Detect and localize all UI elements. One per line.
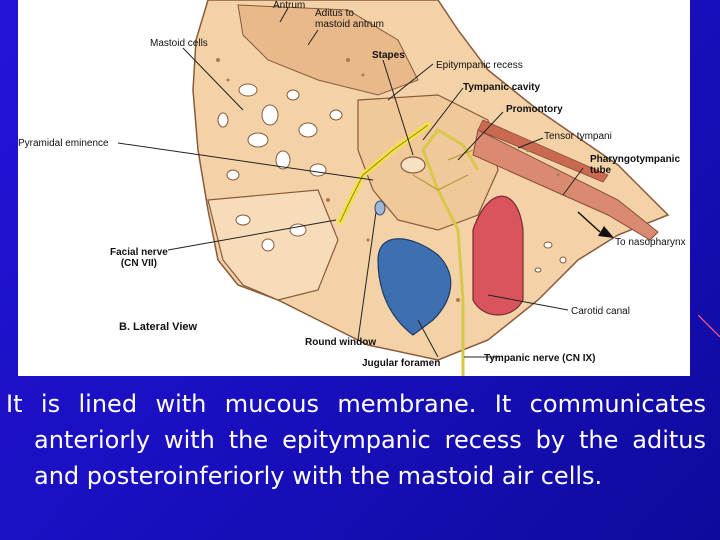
label-tympanic-cavity: Tympanic cavity xyxy=(463,82,541,93)
middle-ear-illustration xyxy=(117,0,670,376)
label-pyramidal-eminence: Pyramidal eminence xyxy=(18,138,109,149)
arrow-to-nasopharynx xyxy=(598,226,614,238)
jugular-foramen-shape xyxy=(377,238,452,336)
tensor-tympani-shape xyxy=(477,119,609,183)
figure-title: B. Lateral View xyxy=(119,321,198,333)
carotid-canal-shape xyxy=(472,195,524,316)
mastoid-air-cells xyxy=(217,83,567,273)
label-tensor-tympani: Tensor tympani xyxy=(544,131,612,142)
anatomy-figure: Antrum Aditus to mastoid antrum Mastoid … xyxy=(18,0,690,376)
label-antrum: Antrum xyxy=(273,0,306,11)
label-to-nasopharynx: To nasopharynx xyxy=(615,237,686,248)
label-mastoid-cells: Mastoid cells xyxy=(150,38,208,49)
tympanic-nerve-path xyxy=(421,128,480,376)
label-round-window: Round window xyxy=(305,337,377,348)
label-stapes: Stapes xyxy=(372,50,405,61)
label-epitympanic-recess: Epitympanic recess xyxy=(436,60,523,71)
label-facial-nerve: Facial nerve (CN VII) xyxy=(110,247,168,269)
label-carotid-canal: Carotid canal xyxy=(571,306,630,317)
label-tympanic-nerve: Tympanic nerve (CN IX) xyxy=(484,353,596,364)
antrum-shape xyxy=(237,4,419,96)
leader-lines xyxy=(117,7,584,358)
caption-text: It is lined with mucous membrane. It com… xyxy=(6,390,706,490)
decorative-edge-line xyxy=(698,315,720,337)
label-aditus: Aditus to mastoid antrum xyxy=(315,8,384,30)
label-pharyngotympanic-tube: Pharyngotympanic tube xyxy=(590,154,681,176)
stapes-shape xyxy=(400,156,426,174)
label-jugular-foramen: Jugular foramen xyxy=(362,358,441,369)
round-window-shape xyxy=(374,200,386,216)
label-promontory: Promontory xyxy=(506,104,563,115)
pharyngotympanic-tube-shape xyxy=(472,129,659,241)
